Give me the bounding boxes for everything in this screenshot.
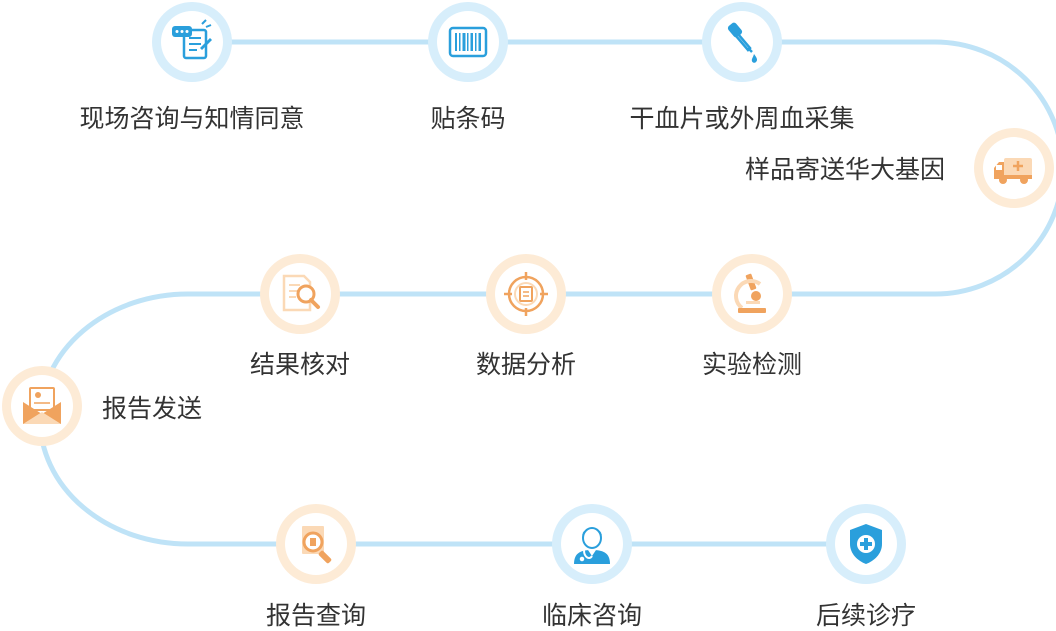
- step-label-report-query: 报告查询: [265, 601, 367, 630]
- doctor-icon: [574, 527, 610, 564]
- step-label-lab-test: 实验检测: [701, 350, 803, 379]
- step-node-result-check: [260, 254, 340, 334]
- step-label-sampling: 干血片或外周血采集: [629, 104, 855, 133]
- step-node-shipping: [974, 128, 1054, 208]
- step-label-result-check: 结果核对: [249, 350, 351, 379]
- dropper-icon: [727, 22, 758, 63]
- step-label-shipping: 样品寄送华大基因: [745, 155, 946, 184]
- ambulance-icon: [994, 158, 1032, 184]
- step-node-sampling: [702, 2, 782, 82]
- step-label-data-analysis: 数据分析: [475, 350, 577, 379]
- step-node-data-analysis: [486, 254, 566, 334]
- step-label-report-send: 报告发送: [102, 394, 203, 423]
- consult-form-icon: [172, 19, 212, 60]
- report-search-icon: [302, 526, 332, 564]
- step-label-consult: 现场咨询与知情同意: [79, 104, 305, 133]
- step-label-clinical-consult: 临床咨询: [541, 601, 643, 630]
- step-label-barcode: 贴条码: [430, 104, 506, 133]
- flow-path-line: [37, 39, 1056, 547]
- barcode-icon: [448, 26, 488, 58]
- envelope-icon: [23, 387, 61, 424]
- step-node-lab-test: [712, 254, 792, 334]
- target-document-icon: [504, 272, 548, 316]
- step-node-report-query: [276, 504, 356, 584]
- step-node-consult: [152, 2, 232, 82]
- microscope-icon: [734, 273, 766, 313]
- step-node-follow-up: [826, 504, 906, 584]
- step-node-barcode: [428, 2, 508, 82]
- step-node-clinical-consult: [552, 504, 632, 584]
- step-label-follow-up: 后续诊疗: [815, 601, 917, 630]
- shield-cross-icon: [850, 524, 882, 564]
- step-node-report-send: [2, 366, 82, 446]
- document-search-icon: [282, 274, 320, 312]
